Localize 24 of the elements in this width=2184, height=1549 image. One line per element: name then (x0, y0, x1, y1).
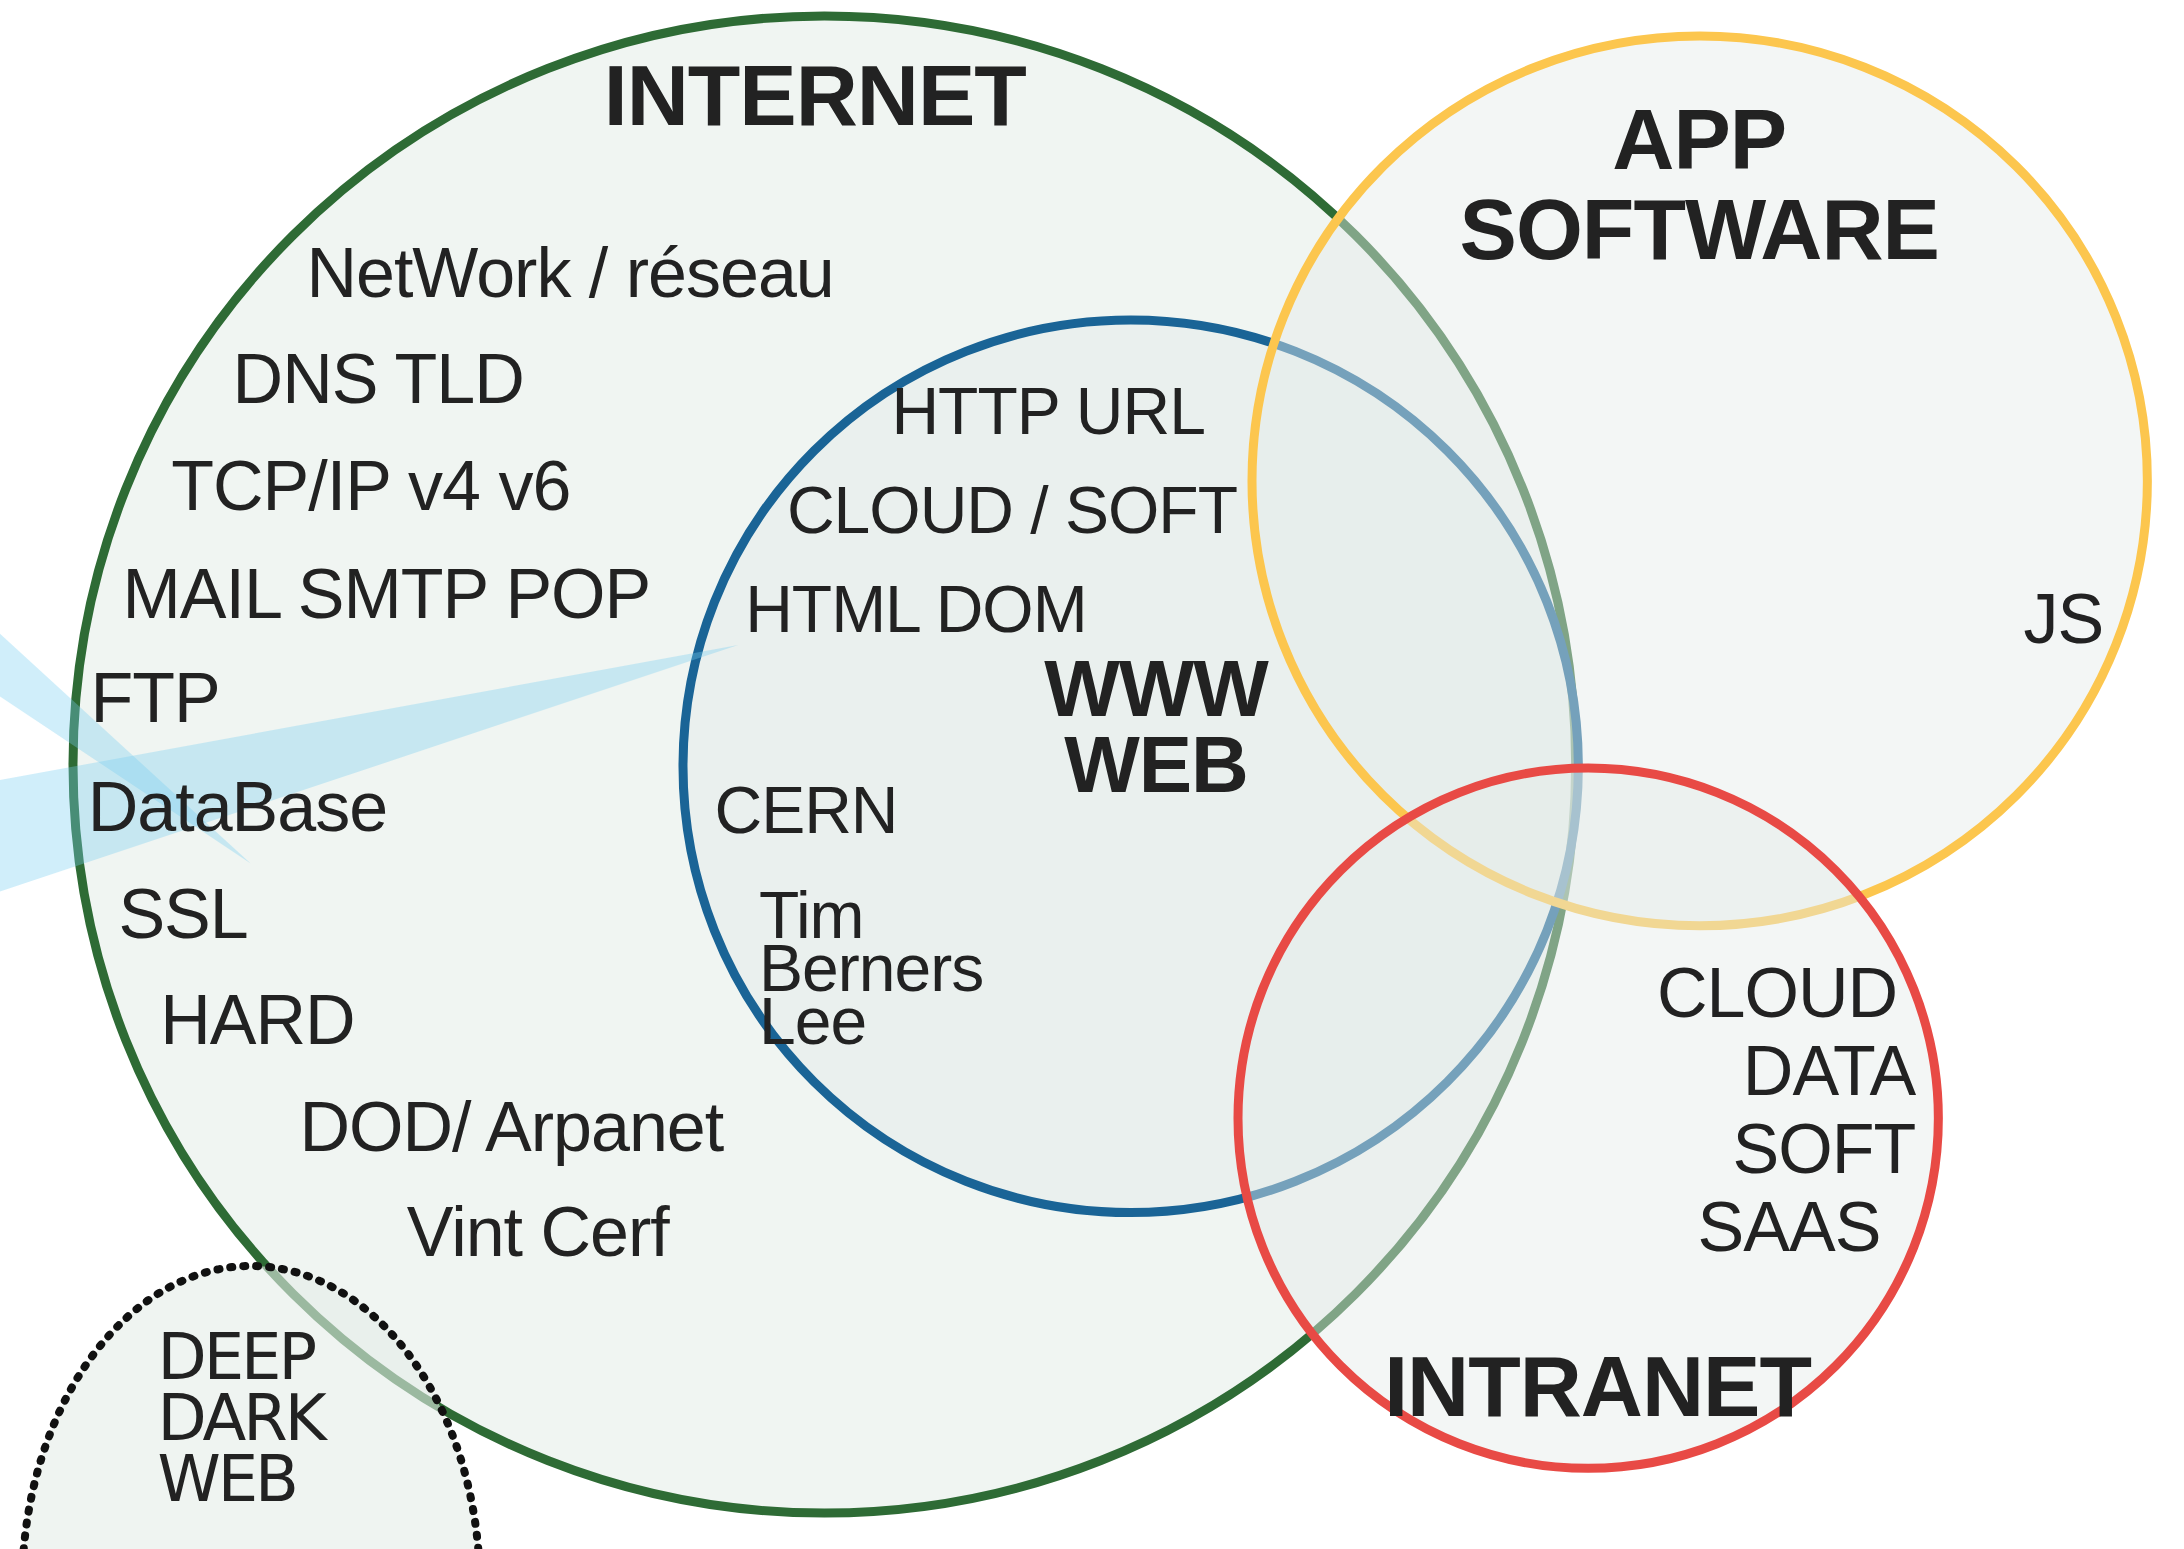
term-label: CLOUD / SOFT (786, 476, 1237, 546)
term-label: SSL (118, 878, 248, 952)
term-label: MAIL SMTP POP (122, 558, 651, 632)
term-label: NetWork / réseau (306, 237, 834, 312)
term-label: DOD/ Arpanet (299, 1091, 724, 1165)
term-label: DATA (1742, 1035, 1916, 1110)
term-label: TCP/IP v4 v6 (171, 450, 571, 525)
term-label: DataBase (87, 771, 388, 845)
term-label: HTTP URL (891, 377, 1205, 447)
term-label: HARD (160, 984, 355, 1058)
term-label: Vint Cerf (406, 1195, 669, 1270)
term-label: SOFT (1732, 1113, 1916, 1188)
term-label: Tim Berners Lee (759, 888, 984, 1048)
circle-heading: APP SOFTWARE (1459, 93, 1939, 275)
term-label: JS (2023, 583, 2104, 657)
term-label: FTP (90, 662, 220, 736)
term-label: CLOUD (1657, 957, 1898, 1032)
term-label: CERN (714, 776, 898, 846)
circle-heading: WWW WEB (1044, 651, 1268, 804)
term-label: DNS TLD (232, 343, 524, 417)
term-label: SAAS (1697, 1191, 1881, 1266)
circle-heading: INTRANET (1384, 1340, 1811, 1431)
circle-heading: INTERNET (603, 49, 1026, 140)
term-label: HTML DOM (745, 575, 1087, 645)
